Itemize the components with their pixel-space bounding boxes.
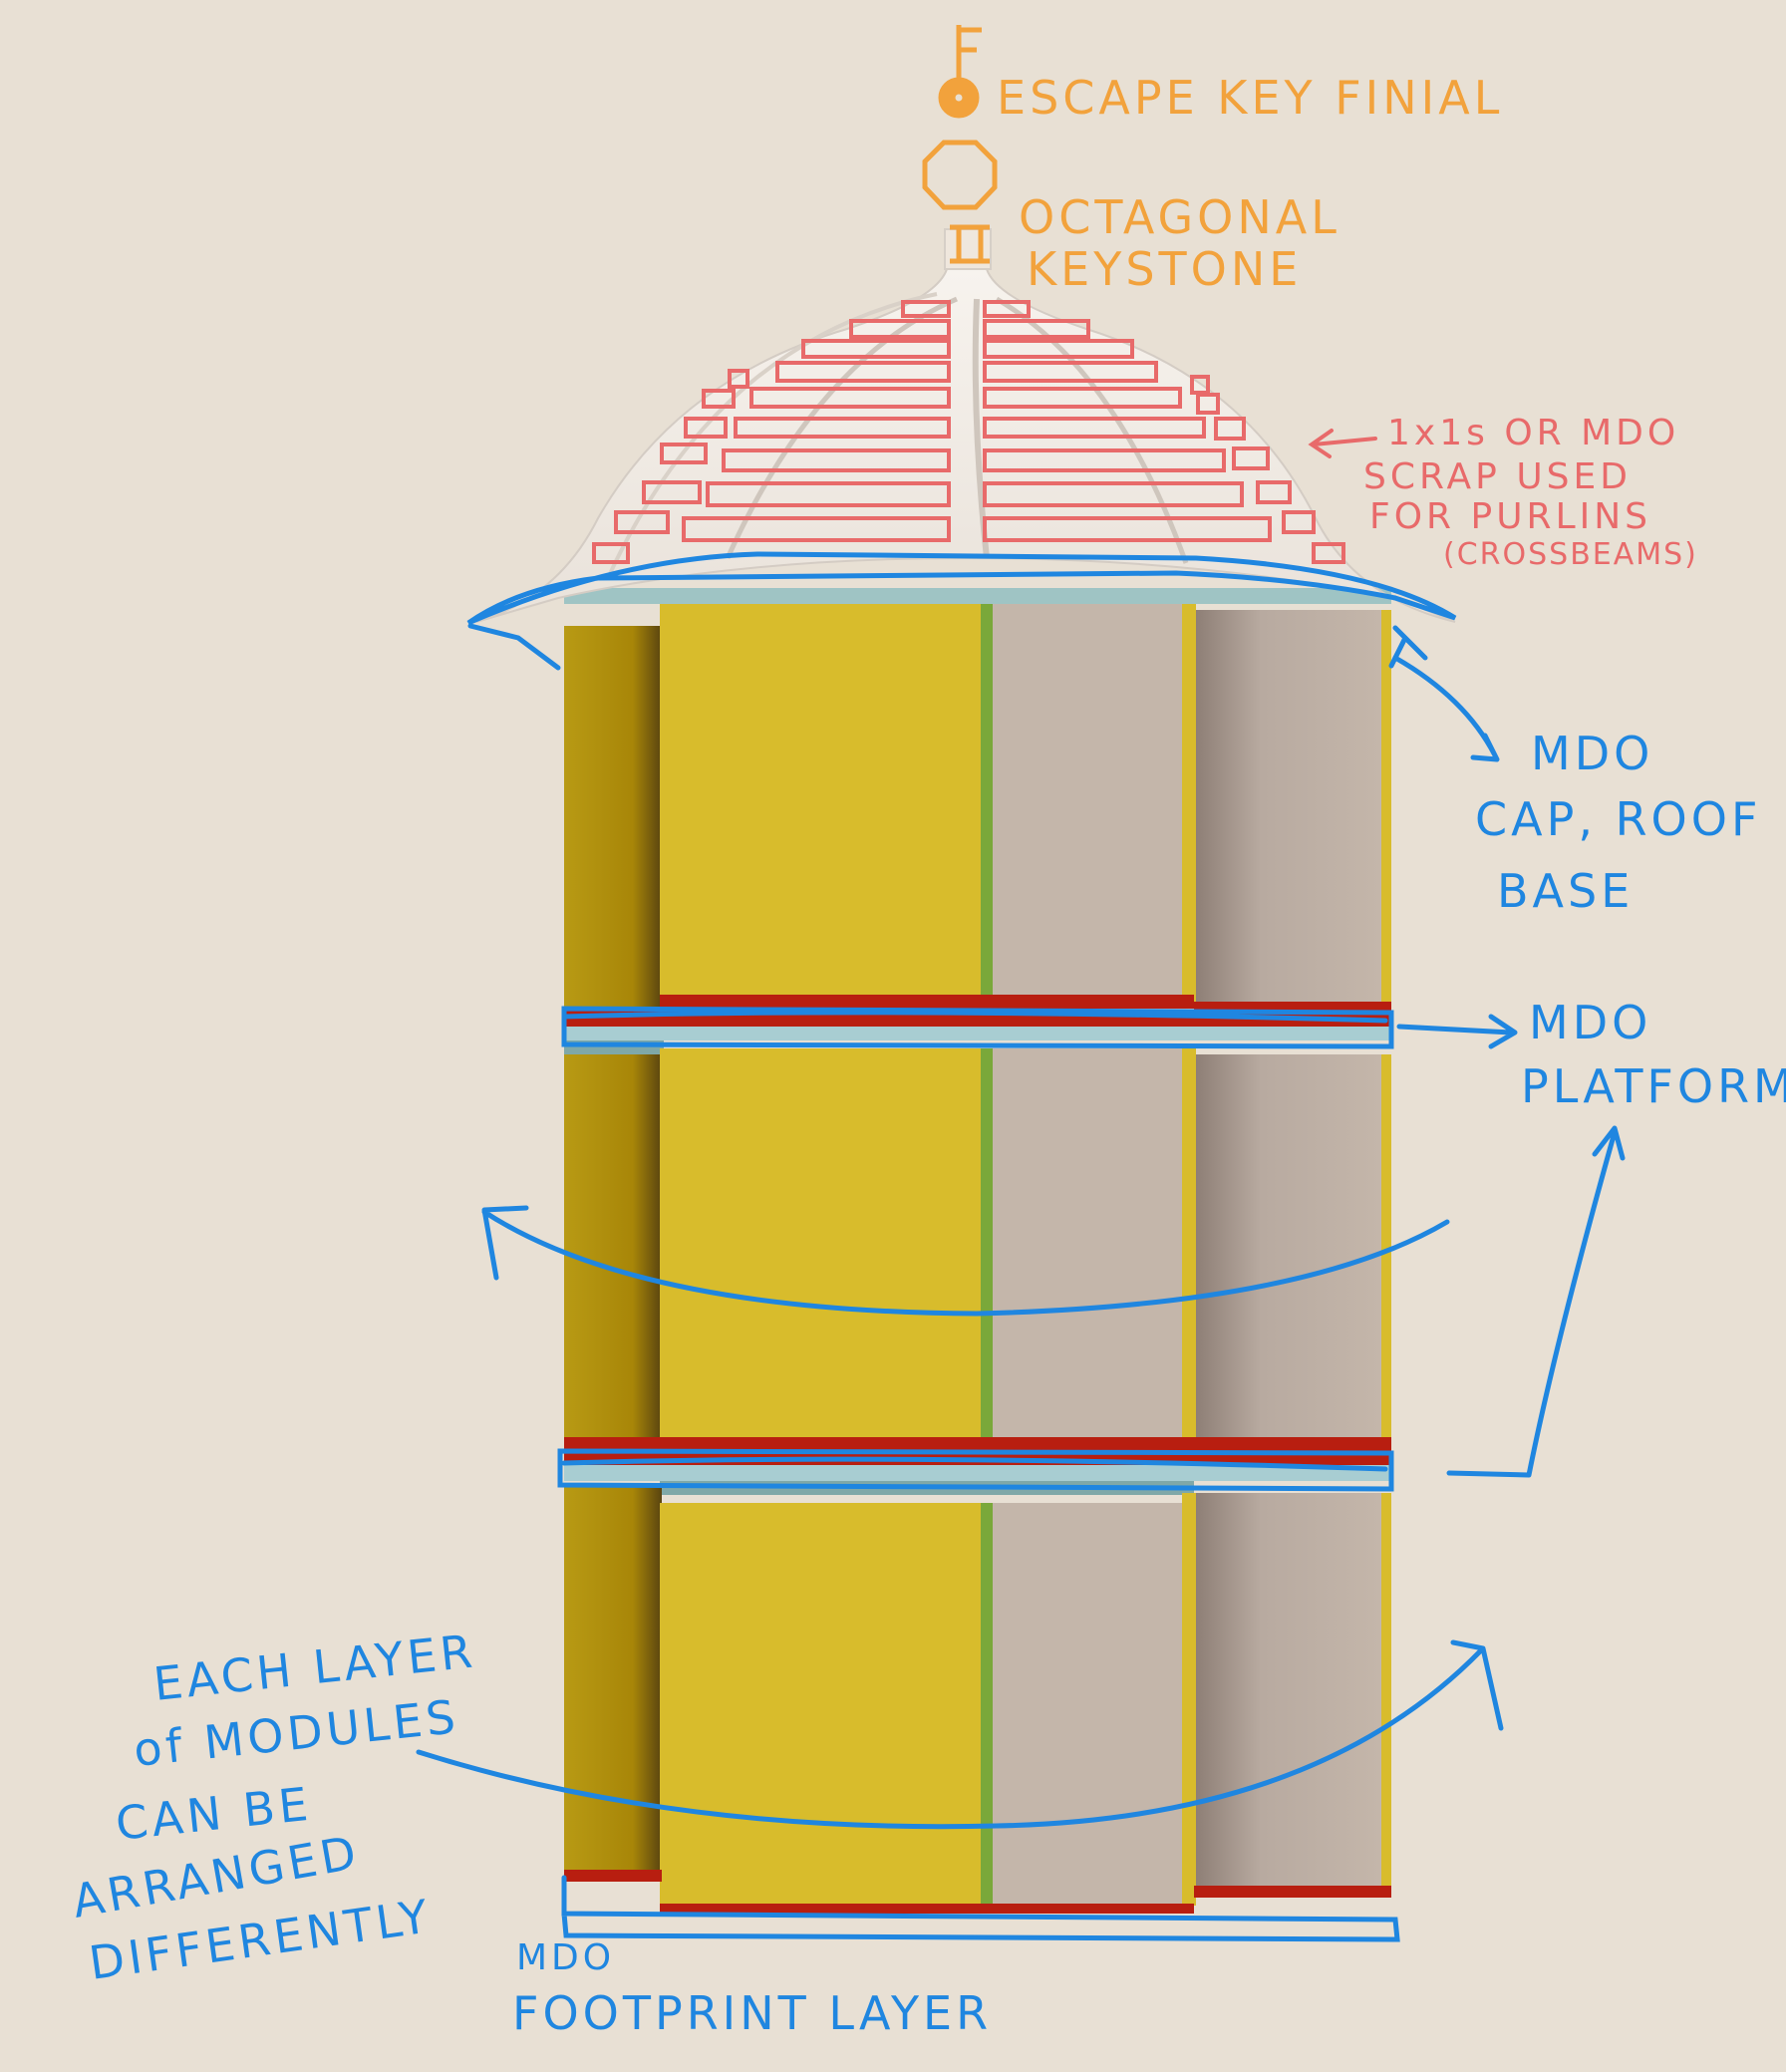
purlins-label-1: 1x1s OR MDO (1387, 413, 1679, 453)
front-green-seam (981, 596, 993, 995)
front-gray-panel (993, 1048, 1182, 1447)
cap-slab (564, 588, 1391, 604)
annotation-layers: EACH LAYER of MODULES CAN BE ARRANGED DI… (69, 1624, 479, 1990)
left-side-panel (564, 1485, 662, 1870)
annotation-purlins: 1x1s OR MDO SCRAP USED FOR PURLINS (CROS… (1308, 413, 1698, 572)
escape-key-finial (938, 25, 982, 119)
right-gray-panel (1196, 610, 1381, 1005)
footprint-label-2: FOOTPRINT LAYER (512, 1986, 992, 2040)
front-yellow-panel (660, 596, 985, 995)
front-yellow-panel (660, 1503, 985, 1906)
right-edge-strip (1381, 1493, 1391, 1888)
front-green-seam (981, 1503, 993, 1906)
annotation-keystone: OCTAGONAL KEYSTONE (1019, 190, 1340, 296)
platform-label-2: PLATFORM (1521, 1059, 1786, 1113)
tower-body (564, 588, 1391, 1914)
front-gray-panel (993, 1503, 1182, 1906)
annotation-finial: ESCAPE KEY FINIAL (997, 71, 1503, 125)
cap-label-2: CAP, ROOF (1475, 792, 1761, 846)
left-side-panel (564, 1054, 662, 1443)
annotation-footprint: MDO FOOTPRINT LAYER (512, 1937, 992, 2040)
octagonal-keystone-shape (922, 140, 998, 264)
platform-label-1: MDO (1529, 996, 1651, 1049)
front-gray-panel (993, 596, 1182, 995)
right-edge-strip (1381, 610, 1391, 1005)
keystone-label-1: OCTAGONAL (1019, 190, 1340, 244)
cap-label-1: MDO (1531, 727, 1653, 780)
annotation-cap: MDO CAP, ROOF BASE (1475, 727, 1761, 918)
footprint-outline (561, 1875, 1400, 1942)
module-base-red (564, 1437, 1391, 1451)
purlins-label-2: SCRAP USED (1363, 456, 1632, 497)
left-base-red (564, 1870, 662, 1882)
platform-1-outline (561, 1006, 1394, 1049)
module-base-red (660, 995, 1194, 1009)
front-base-red (660, 1904, 1194, 1914)
platform-2-arrow (1446, 1125, 1626, 1478)
right-yellow-strip (1182, 596, 1196, 1005)
right-gray-panel (1196, 1054, 1381, 1445)
purlins-label-4: (CROSSBEAMS) (1443, 537, 1698, 572)
rotate-arrow-upper (481, 1205, 1450, 1317)
blue-outlines (466, 551, 1457, 1942)
cap-arrow (1392, 655, 1500, 762)
annotation-platform: MDO PLATFORM (1521, 996, 1786, 1113)
right-gray-panel (1196, 1493, 1381, 1888)
front-green-seam (981, 1048, 993, 1447)
roof-base-outline (466, 551, 1457, 626)
left-side-panel (564, 626, 662, 1010)
purlins-arrow (1308, 429, 1377, 458)
right-base-red (1194, 1886, 1391, 1898)
module-layer-bottom (564, 1485, 1391, 1914)
module-layer-middle (564, 1048, 1391, 1451)
keystone-label-2: KEYSTONE (1027, 242, 1302, 296)
footprint-label-1: MDO (516, 1937, 615, 1978)
purlins-label-3: FOR PURLINS (1369, 496, 1651, 537)
right-yellow-strip (1182, 1048, 1196, 1447)
purlins (592, 300, 1345, 564)
rotate-arrow-lower (416, 1639, 1504, 1830)
platform-1-arrow (1396, 1014, 1518, 1049)
cap-label-3: BASE (1497, 864, 1634, 918)
front-yellow-panel (660, 1048, 985, 1447)
module-layer-top (564, 588, 1391, 1014)
finial-label: ESCAPE KEY FINIAL (997, 71, 1503, 125)
blue-arrows (416, 655, 1626, 1830)
platform-2-outline (557, 1448, 1394, 1492)
right-yellow-strip (1182, 1493, 1196, 1906)
